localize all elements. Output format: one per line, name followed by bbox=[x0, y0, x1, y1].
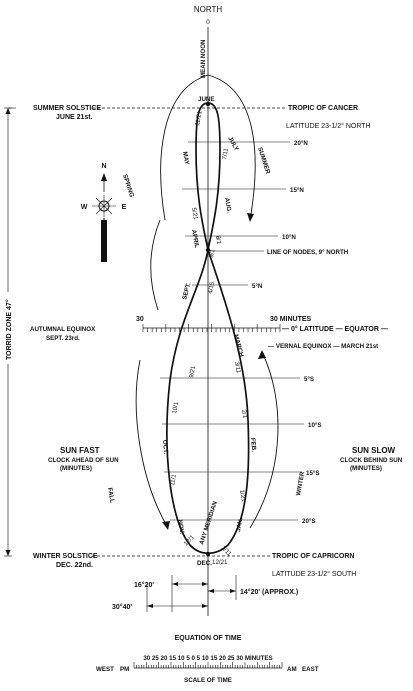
scale-am-label: AM bbox=[287, 666, 297, 673]
lat-label-15n: 15°N bbox=[290, 187, 304, 194]
clock-ahead-label: CLOCK AHEAD OF SUN bbox=[48, 457, 119, 464]
daymark-aug1: 8/1 bbox=[214, 235, 222, 245]
latitude-south-label: LATITUDE 23-1/2° SOUTH bbox=[272, 570, 356, 578]
mean-noon-label: MEAN NOON bbox=[200, 39, 207, 78]
scale-west-label: WEST bbox=[96, 666, 114, 673]
lat-label-20n: 20°N bbox=[294, 140, 308, 147]
season-summer: SUMMER bbox=[256, 146, 271, 175]
sun-fast-label: SUN FAST bbox=[60, 446, 100, 455]
daymark-nov1: 11/1 bbox=[169, 473, 178, 486]
winter-solstice-point bbox=[205, 551, 211, 557]
winter-arc bbox=[249, 351, 279, 529]
daymark-sep1: 9/1 bbox=[208, 248, 216, 258]
svg-text:N: N bbox=[101, 163, 106, 170]
month-oct: OCT. bbox=[161, 440, 169, 455]
north-label: NORTH bbox=[194, 5, 223, 14]
measure-30-label: 30°40' bbox=[112, 603, 132, 611]
torrid-zone-label: TORRID ZONE 47° bbox=[5, 299, 13, 360]
month-dec: DEC. bbox=[197, 560, 212, 567]
daymark-oct1: 10/1 bbox=[171, 401, 180, 415]
thirty-minutes-label: 30 MINUTES bbox=[270, 316, 312, 323]
summer-solstice-label: SUMMER SOLSTICE bbox=[33, 105, 101, 112]
vernal-equinox-label: — VERNAL EQUINOX — MARCH 21st bbox=[268, 343, 378, 350]
lat-label-15s: 15°S bbox=[306, 470, 319, 477]
tropic-cancer-label: TROPIC OF CANCER bbox=[288, 105, 358, 112]
month-april: APRIL bbox=[190, 229, 200, 249]
measure-14-label: 14°20' (APPROX.) bbox=[240, 588, 298, 596]
daymark-feb1: 2/1 bbox=[240, 409, 248, 419]
minutes-right-label: (MINUTES) bbox=[350, 465, 382, 472]
measure-16-label: 16°20' bbox=[134, 581, 154, 589]
daymark-jan21: 1/21 bbox=[238, 489, 247, 503]
svg-text:E: E bbox=[122, 204, 127, 211]
month-june: JUNE bbox=[198, 96, 215, 103]
equator-ticks bbox=[142, 324, 281, 332]
lat-label-5s: 5°S bbox=[304, 376, 314, 383]
tropic-capricorn-label: TROPIC OF CAPRICORN bbox=[272, 553, 354, 560]
winter-solstice-label: WINTER SOLSTICE bbox=[33, 553, 98, 560]
daymark-dec21: 12/21 bbox=[212, 559, 228, 566]
clock-behind-label: CLOCK BEHIND SUN bbox=[340, 457, 403, 464]
month-jan: JAN. bbox=[235, 517, 244, 532]
zero-label: 0 bbox=[206, 19, 210, 26]
season-spring: SPRING bbox=[121, 173, 135, 198]
scale-pm-label: PM bbox=[120, 666, 129, 673]
any-meridian-label: ANY MERIDIAN bbox=[198, 500, 219, 546]
scale-of-time-label: SCALE OF TIME bbox=[184, 677, 232, 684]
month-nov: NOV. bbox=[176, 519, 185, 535]
summer-arc bbox=[160, 74, 256, 221]
scale-numbers: 30 25 20 15 10 5 0 5 10 15 20 25 30 MINU… bbox=[143, 655, 272, 662]
scale-east-label: EAST bbox=[302, 666, 319, 673]
thirty-left-label: 30 bbox=[136, 316, 144, 323]
winter-date-label: DEC. 22nd. bbox=[56, 562, 93, 569]
autumnal-equinox-label: AUTUMNAL EQUINOX bbox=[30, 326, 96, 333]
daymark-jul11: 7/11 bbox=[221, 147, 230, 160]
daymark-mar11: 3/11 bbox=[233, 361, 242, 374]
daymark-sep21: 9/21 bbox=[188, 365, 197, 379]
summer-solstice-point bbox=[205, 101, 211, 107]
equation-of-time-label: EQUATION OF TIME bbox=[175, 635, 242, 642]
lat-label-10n: 10°N bbox=[282, 234, 296, 241]
month-aug: AUG. bbox=[223, 197, 233, 214]
latitude-north-label: LATITUDE 23-1/2° NORTH bbox=[286, 122, 371, 130]
lat-label-5n: 5°N bbox=[252, 283, 263, 290]
node-point bbox=[205, 247, 211, 253]
line-of-nodes-label: LINE OF NODES, 9° NORTH bbox=[267, 249, 349, 256]
month-feb: FEB. bbox=[249, 438, 257, 453]
month-may: MAY bbox=[181, 151, 190, 166]
daymark-apr15: 4/15 bbox=[207, 281, 216, 295]
season-winter: WINTER bbox=[295, 471, 306, 497]
month-sept: SEPT. bbox=[181, 282, 192, 301]
fall-arc bbox=[135, 359, 169, 529]
scale-ticks bbox=[133, 662, 283, 668]
autumnal-date-label: SEPT. 23rd. bbox=[46, 335, 80, 342]
daymark-may21: 5/21 bbox=[190, 207, 199, 221]
daymark-jun11: 11/21 bbox=[194, 110, 204, 127]
season-fall: FALL bbox=[106, 487, 116, 504]
daymark-jan11: 1/11 bbox=[220, 544, 234, 558]
svg-text:W: W bbox=[81, 204, 88, 211]
minutes-left-label: (MINUTES) bbox=[60, 465, 92, 472]
zero-latitude-label: — 0° LATITUDE — EQUATOR — bbox=[282, 325, 388, 333]
lat-label-10s: 10°S bbox=[308, 422, 321, 429]
compass-icon: N W E bbox=[81, 163, 127, 262]
sun-slow-label: SUN SLOW bbox=[352, 446, 396, 455]
lat-label-20s: 20°S bbox=[302, 518, 315, 525]
spring-arc bbox=[150, 219, 161, 311]
month-march: MARCH bbox=[232, 334, 245, 359]
summer-date-label: JUNE 21st. bbox=[56, 114, 93, 121]
